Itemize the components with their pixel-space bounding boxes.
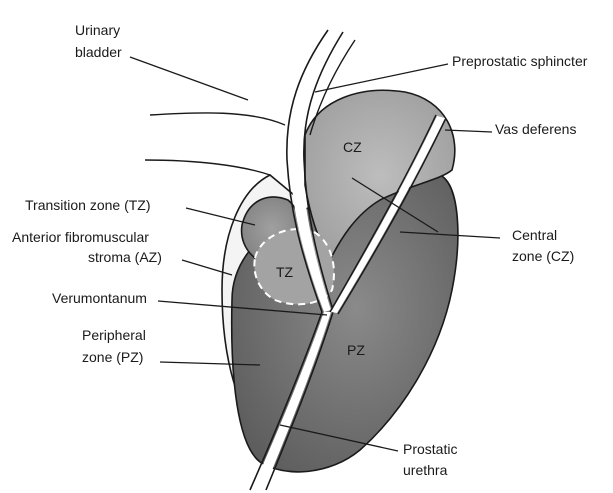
label-prostatic-urethra-line1: Prostatic <box>403 441 457 457</box>
label-anterior-fibromuscular-line2: stroma (AZ) <box>88 249 162 265</box>
label-preprostatic-sphincter: Preprostatic sphincter <box>452 53 588 69</box>
label-prostatic-urethra-line2: urethra <box>403 462 448 478</box>
zone-label-pz: PZ <box>347 342 365 358</box>
label-peripheral-zone-line1: Peripheral <box>82 327 146 343</box>
label-central-zone-line1: Central <box>512 227 557 243</box>
label-urinary-bladder-line1: Urinary <box>75 22 120 38</box>
label-vas-deferens: Vas deferens <box>495 121 576 137</box>
label-verumontanum: Verumontanum <box>52 290 147 306</box>
leader-preprostatic-sphincter <box>315 64 448 92</box>
label-transition-zone: Transition zone (TZ) <box>25 197 151 213</box>
leader-urinary-bladder <box>130 57 248 100</box>
label-anterior-fibromuscular-line1: Anterior fibromuscular <box>12 229 149 245</box>
zone-label-tz: TZ <box>276 264 294 280</box>
label-peripheral-zone-line2: zone (PZ) <box>82 349 143 365</box>
label-urinary-bladder-line2: bladder <box>75 44 122 60</box>
bladder-wall-line-a <box>150 113 285 125</box>
zone-label-cz: CZ <box>343 139 362 155</box>
label-central-zone-line2: zone (CZ) <box>512 248 574 264</box>
bladder-wall-line-b <box>145 160 270 175</box>
